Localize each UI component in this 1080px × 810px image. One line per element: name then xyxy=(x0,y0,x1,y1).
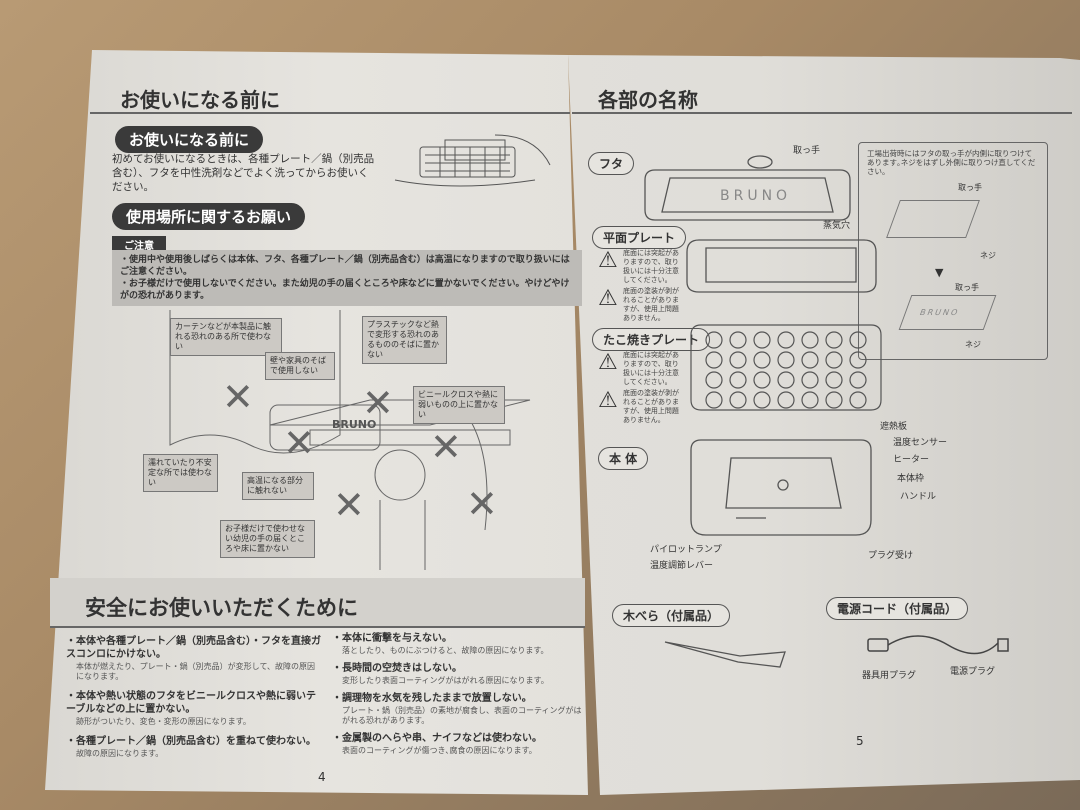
page-number: 4 xyxy=(318,770,326,784)
safety-item-title: ・各種プレート／鍋（別売品含む）を重ねて使わない。 xyxy=(66,736,316,747)
safety-item-note: 表面のコーティングが傷つき､腐食の原因になります。 xyxy=(342,746,537,755)
speech-bubble: 高温になる部分に触れない xyxy=(242,472,314,500)
divider xyxy=(572,112,1072,114)
part-name: 取っ手 xyxy=(958,183,982,192)
part-name: 取っ手 xyxy=(793,146,821,156)
part-name: 遮熱板 xyxy=(880,422,908,432)
prohibited-x-icon: ✕ xyxy=(283,421,315,465)
lid-diagram xyxy=(886,200,980,238)
speech-bubble: 壁や家具のそばで使用しない xyxy=(265,352,335,380)
safety-item-title: ・本体や各種プレート／鍋（別売品含む）・フタを直接ガスコンロにかけない。 xyxy=(66,636,321,660)
part-name: ヒーター xyxy=(893,455,930,465)
part-name: 電源プラグ xyxy=(950,667,996,677)
part-name: 本体枠 xyxy=(897,474,925,484)
safety-list-left: ・本体や各種プレート／鍋（別売品含む）・フタを直接ガスコンロにかけない。 本体が… xyxy=(66,635,321,759)
safety-item-title: ・金属製のへらや串、ナイフなどは使わない。 xyxy=(332,733,542,744)
warning-text: 底面の塗装が剥がれることがありますが、使用上問題ありません。 xyxy=(623,389,679,424)
safety-header-band xyxy=(50,578,585,628)
brand-logo: BRUNO xyxy=(720,188,791,204)
safety-item-title: ・長時間の空焚きはしない。 xyxy=(332,663,462,674)
warning-icon: ⚠ xyxy=(598,286,618,311)
brand-logo: BRUNO xyxy=(332,418,376,431)
part-label: 木べら（付属品） xyxy=(612,604,731,627)
part-label: 電源コード（付属品） xyxy=(826,597,969,620)
body-illustration xyxy=(690,439,872,536)
takoyaki-plate-illustration xyxy=(690,324,882,411)
part-label: 本 体 xyxy=(598,447,649,470)
warning-text: 底面の塗装が剥がれることがありますが、使用上問題ありません。 xyxy=(623,287,679,322)
section-heading: お使いになる前に xyxy=(115,126,264,153)
part-name: 蒸気穴 xyxy=(823,221,851,231)
safety-item-note: 落としたり、ものにぶつけると、故障の原因になります。 xyxy=(342,646,549,655)
page-number: 5 xyxy=(856,734,864,748)
lid-illustration: BRUNO xyxy=(644,155,851,221)
note-text: 工場出荷時にはフタの取っ手が内側に取りつけてあります｡ネジをはずし外側に取りつけ… xyxy=(867,149,1036,176)
prohibited-x-icon: ✕ xyxy=(222,375,254,419)
warning-text: 底面には突起がありますので、取り扱いには十分注意してください。 xyxy=(623,351,679,386)
caution-text: ・お子様だけで使用しないでください。また幼児の手の届くところや床などに置かないで… xyxy=(120,279,570,301)
part-name: ハンドル xyxy=(900,492,937,502)
part-label: たこ焼きプレート xyxy=(592,328,711,351)
caution-text: ・使用中や使用後しばらくは本体、フタ、各種プレート／鍋（別売品含む）は高温になり… xyxy=(120,255,570,277)
section-title: 安全にお使いいただくために xyxy=(85,596,358,620)
safety-list-right: ・本体に衝撃を与えない。 落としたり、ものにぶつけると、故障の原因になります。 … xyxy=(332,632,582,756)
part-name: 器具用プラグ xyxy=(862,671,917,681)
part-name: 取っ手 xyxy=(955,283,979,292)
note-box: 工場出荷時にはフタの取っ手が内側に取りつけてあります｡ネジをはずし外側に取りつけ… xyxy=(858,142,1048,360)
spatula-illustration xyxy=(664,641,786,668)
safety-item-note: 故障の原因になります。 xyxy=(76,749,164,758)
arrow-down-icon: ▼ xyxy=(935,266,944,279)
safety-item-title: ・本体や熱い状態のフタをビニールクロスや熱に弱いテーブルなどの上に置かない。 xyxy=(66,691,316,715)
part-name: 温度センサー xyxy=(893,438,948,448)
warning-icon: ⚠ xyxy=(598,388,618,413)
divider xyxy=(90,112,570,114)
prohibited-x-icon: ✕ xyxy=(333,483,365,527)
page-title: 各部の名称 xyxy=(598,88,698,112)
page-title: お使いになる前に xyxy=(120,88,280,112)
safety-item-note: プレート・鍋（別売品）の素地が腐食し、表面のコーティングがはがれる恐れがあります… xyxy=(342,706,582,725)
washing-illustration xyxy=(394,134,551,187)
room-illustration: BRUNO xyxy=(169,310,531,570)
warning-icon: ⚠ xyxy=(598,248,618,273)
caution-tag: ご注意 xyxy=(112,236,166,253)
speech-bubble: カーテンなどが本製品に触れる恐れのある所で使わない xyxy=(170,318,282,356)
part-name: パイロットランプ xyxy=(650,545,722,555)
part-name: プラグ受け xyxy=(868,551,914,561)
part-label: 平面プレート xyxy=(592,226,687,249)
speech-bubble: 濡れていたり不安定な所では使わない xyxy=(143,454,218,492)
safety-item-title: ・本体に衝撃を与えない。 xyxy=(332,633,452,644)
before-use-text: 初めてお使いになるときは、各種プレート／鍋（別売品含む）、フタを中性洗剤などでよ… xyxy=(112,153,375,193)
safety-item-note: 跡形がついたり、変色・変形の原因になります。 xyxy=(76,717,251,726)
prohibited-x-icon: ✕ xyxy=(466,482,498,526)
safety-item-title: ・調理物を水気を残したままで放置しない。 xyxy=(332,693,532,704)
power-cord-illustration xyxy=(867,635,1009,655)
part-name: ネジ xyxy=(965,340,981,349)
part-label: フタ xyxy=(588,152,635,175)
flat-plate-illustration xyxy=(686,239,877,293)
warning-icon: ⚠ xyxy=(598,350,618,375)
safety-item-note: 変形したり表面コーティングがはがれる原因になります。 xyxy=(342,676,549,685)
speech-bubble: プラスチックなど熱で変形する恐れのあるもののそばに置かない xyxy=(362,316,447,364)
caution-box: ・使用中や使用後しばらくは本体、フタ、各種プレート／鍋（別売品含む）は高温になり… xyxy=(112,250,582,306)
prohibited-x-icon: ✕ xyxy=(430,425,462,469)
speech-bubble: お子様だけで使わせない幼児の手の届くところや床に置かない xyxy=(220,520,315,558)
lid-diagram: BRUNO xyxy=(898,295,997,330)
safety-item-note: 本体が燃えたり、プレート・鍋（別売品）が変形して、故障の原因になります。 xyxy=(76,662,316,681)
part-name: ネジ xyxy=(980,251,996,260)
part-name: 温度調節レバー xyxy=(650,561,714,571)
speech-bubble: ビニールクロスや熱に弱いものの上に置かない xyxy=(413,386,505,424)
warning-text: 底面には突起がありますので、取り扱いには十分注意してください。 xyxy=(623,249,679,284)
section-heading: 使用場所に関するお願い xyxy=(112,203,306,230)
prohibited-x-icon: ✕ xyxy=(362,381,394,425)
